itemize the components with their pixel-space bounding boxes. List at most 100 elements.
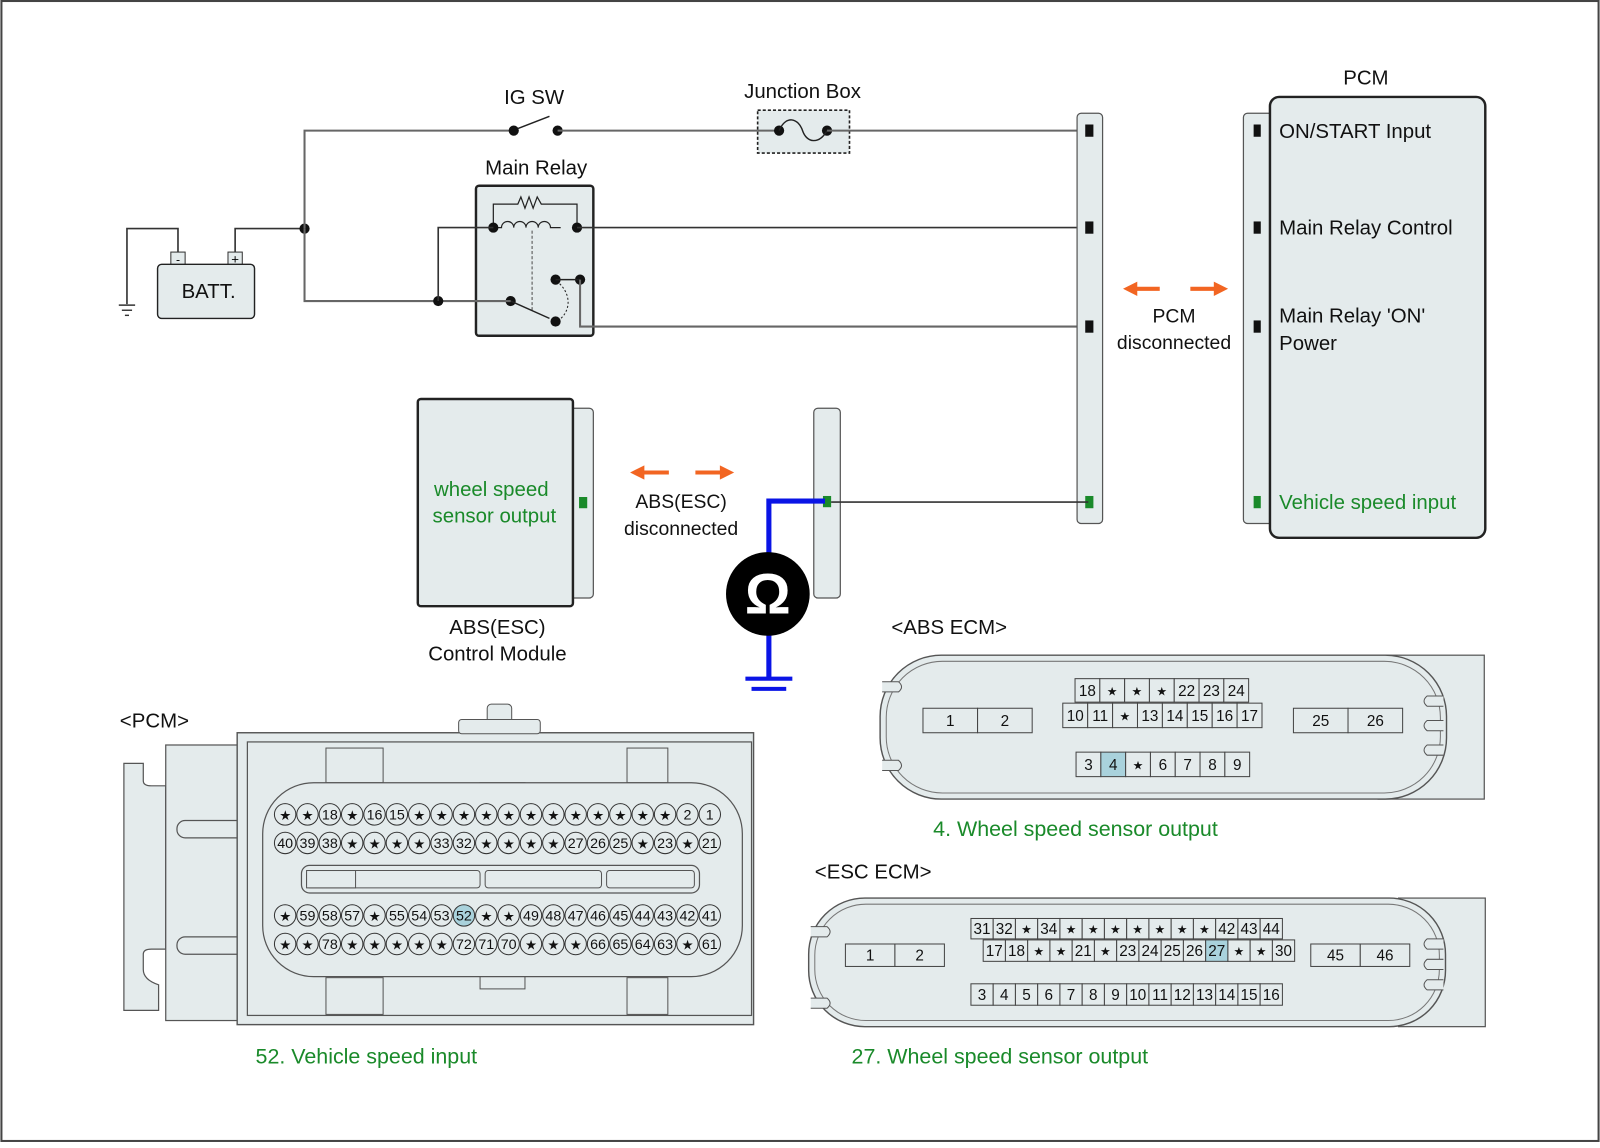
pcm-pin-label-line2: Power: [1279, 333, 1337, 355]
svg-text:2: 2: [683, 807, 691, 823]
esc-ecm-pin: 32: [992, 917, 1016, 940]
abs-disconnect-arrows: [630, 465, 735, 480]
pcm-connector-pin: 33: [430, 831, 453, 855]
svg-text:72: 72: [456, 937, 472, 953]
svg-text:6: 6: [1159, 757, 1168, 774]
esc-ecm-pin: ★: [1170, 917, 1194, 940]
svg-text:★: ★: [391, 836, 403, 851]
pcm-connector-pin: ★: [273, 932, 297, 956]
esc-ecm-pin: 1: [844, 943, 896, 967]
svg-text:★: ★: [547, 836, 559, 851]
svg-text:26: 26: [1367, 713, 1384, 730]
esc-ecm-pin: 7: [1059, 983, 1083, 1006]
svg-text:★: ★: [525, 808, 537, 823]
battery-positive-wire: [234, 227, 305, 253]
pcm-connector-pin: ★: [497, 831, 520, 855]
pcm-connector-pin: 18: [318, 803, 342, 826]
pcm-connector-pin: ★: [631, 803, 654, 826]
esc-ecm-pin: 31: [970, 917, 994, 940]
svg-text:57: 57: [344, 908, 360, 924]
esc-ecm-pin: 18: [1004, 939, 1029, 962]
svg-text:18: 18: [1079, 683, 1096, 700]
coil-icon: [493, 220, 561, 229]
pcm-connector-pin: ★: [296, 803, 319, 826]
svg-text:★: ★: [1155, 923, 1166, 937]
svg-text:★: ★: [413, 836, 425, 851]
abs-ecm-pin: 24: [1223, 678, 1250, 703]
svg-text:★: ★: [1110, 923, 1121, 937]
pcm-connector-pin: ★: [273, 803, 297, 826]
pcm-pin-label: Main Relay Control: [1279, 218, 1453, 240]
pcm-connector-caption: 52. Vehicle speed input: [256, 1044, 478, 1068]
svg-text:★: ★: [570, 938, 582, 953]
svg-text:40: 40: [277, 836, 293, 852]
svg-text:8: 8: [1208, 757, 1217, 774]
pcm-connector-pin: 66: [586, 932, 610, 956]
abs-disconnected-line2: disconnected: [624, 518, 738, 540]
fuse-icon: [757, 119, 850, 142]
svg-text:★: ★: [346, 808, 358, 823]
esc-ecm-pin: 30: [1271, 939, 1296, 962]
svg-text:★: ★: [1234, 945, 1245, 959]
svg-text:71: 71: [478, 937, 494, 953]
svg-text:23: 23: [1119, 943, 1136, 960]
esc-ecm-pin: ★: [1103, 917, 1128, 940]
pcm-connector-pin: ★: [452, 803, 476, 826]
pcm-connector-pin: 21: [698, 831, 722, 855]
svg-text:25: 25: [1312, 713, 1329, 730]
svg-text:17: 17: [986, 943, 1003, 960]
esc-ecm-pin: 8: [1081, 983, 1105, 1006]
pcm-connector-pin: 40: [273, 831, 297, 855]
pcm-connector-pin: 63: [653, 932, 677, 956]
esc-ecm-caption: 27. Wheel speed sensor output: [852, 1044, 1149, 1068]
pcm-connector-pin: 53: [430, 904, 453, 927]
svg-text:44: 44: [1263, 921, 1281, 938]
svg-text:48: 48: [545, 908, 561, 924]
pcm-connector-pin: 54: [408, 904, 431, 927]
esc-ecm-pin: ★: [1059, 917, 1083, 940]
arrow-left-icon: [1122, 281, 1160, 296]
svg-text:★: ★: [480, 836, 492, 851]
pcm-module: [1268, 95, 1487, 540]
ig-feed-wire: [303, 129, 514, 229]
harness-pin: [1085, 495, 1094, 509]
svg-text:34: 34: [1040, 921, 1058, 938]
esc-ecm-pin: ★: [1081, 917, 1105, 940]
svg-text:43: 43: [657, 908, 673, 924]
abs-ecm-pin: 3: [1075, 751, 1102, 778]
abs-ecm-pin: 9: [1224, 751, 1251, 778]
svg-text:★: ★: [1133, 758, 1144, 772]
esc-ecm-pin: ★: [1093, 939, 1118, 962]
pcm-connector-pin: ★: [564, 932, 587, 956]
pcm-connector-pin: ★: [519, 803, 543, 826]
svg-text:★: ★: [1177, 923, 1188, 937]
harness-pin: [1085, 124, 1094, 137]
pcm-connector-pin: 64: [631, 932, 654, 956]
svg-text:15: 15: [1191, 708, 1208, 725]
svg-text:4: 4: [1000, 987, 1009, 1004]
svg-text:52: 52: [456, 908, 472, 924]
svg-text:15: 15: [389, 807, 405, 823]
esc-ecm-pin: ★: [1148, 917, 1172, 940]
svg-text:16: 16: [367, 807, 383, 823]
svg-text:25: 25: [612, 836, 628, 852]
svg-text:15: 15: [1241, 987, 1258, 1004]
pcm-connector-pin: 46: [586, 904, 610, 927]
pcm-disconnected-line2: disconnected: [1117, 332, 1231, 354]
abs-ecm-pin: 18: [1074, 678, 1101, 703]
svg-text:★: ★: [1132, 923, 1143, 937]
svg-text:70: 70: [501, 937, 517, 953]
svg-text:★: ★: [570, 808, 582, 823]
esc-ecm-pin: 15: [1237, 983, 1261, 1006]
pcm-connector-pin: 61: [698, 932, 722, 956]
svg-text:42: 42: [1218, 921, 1235, 938]
pcm-connector-pin: ★: [385, 831, 409, 855]
abs-ecm-pin: 11: [1087, 702, 1114, 729]
svg-text:21: 21: [702, 836, 718, 852]
svg-text:18: 18: [322, 807, 338, 823]
esc-ecm-pin: 26: [1182, 939, 1207, 962]
pcm-pin: [1253, 495, 1261, 509]
svg-text:★: ★: [302, 808, 314, 823]
pcm-connector-pin: ★: [430, 932, 453, 956]
